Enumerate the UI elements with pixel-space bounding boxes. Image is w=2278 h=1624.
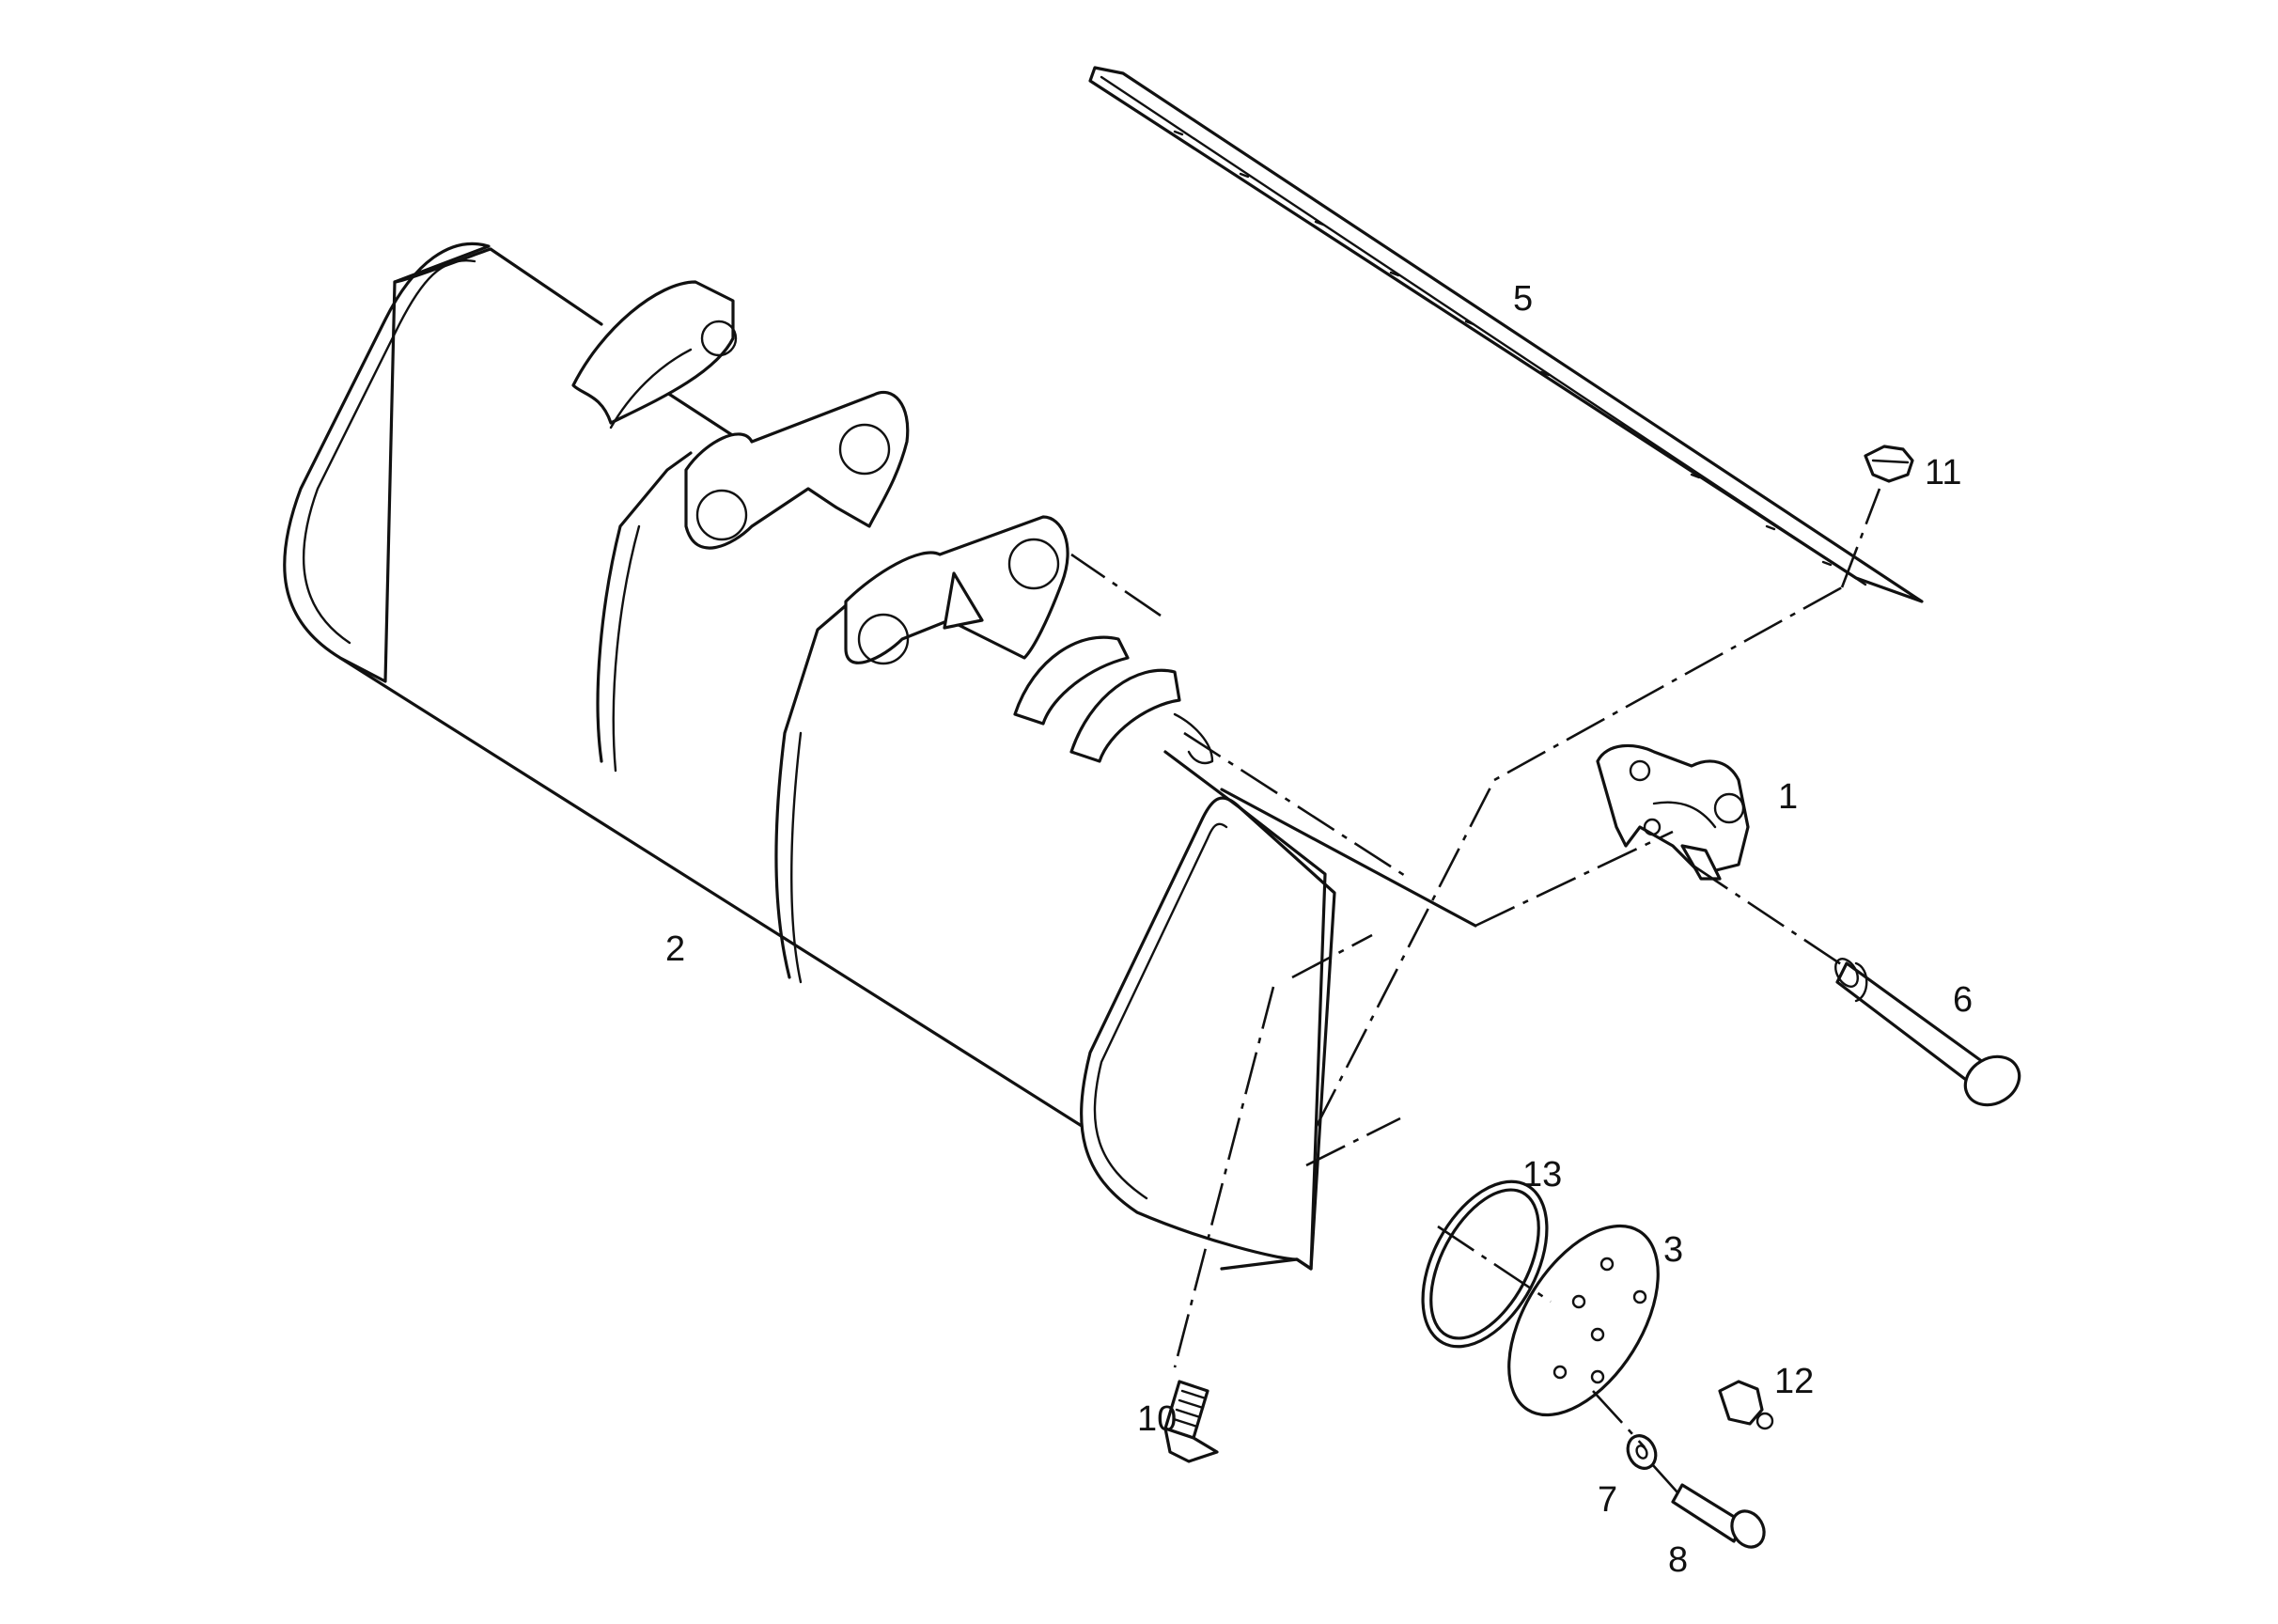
callout-3: 3 bbox=[1663, 1230, 1683, 1270]
callout-6: 6 bbox=[1953, 980, 1973, 1020]
part-cutting-edge bbox=[1088, 66, 1924, 603]
callout-10: 10 bbox=[1137, 1399, 1177, 1439]
callout-11: 11 bbox=[1925, 453, 1961, 492]
part-grease-nipple bbox=[1718, 1380, 1774, 1430]
callout-1: 1 bbox=[1778, 777, 1798, 817]
callout-8: 8 bbox=[1668, 1540, 1688, 1580]
callout-13: 13 bbox=[1522, 1155, 1562, 1195]
part-bolt bbox=[1671, 1483, 1766, 1549]
callout-5: 5 bbox=[1513, 279, 1533, 319]
part-washer bbox=[1626, 1434, 1658, 1470]
callout-12: 12 bbox=[1774, 1362, 1814, 1401]
callout-2: 2 bbox=[665, 929, 685, 969]
callout-labels: 1 2 3 5 6 7 8 10 11 12 13 bbox=[665, 279, 1973, 1580]
part-countersunk-bolt bbox=[1163, 1380, 1219, 1463]
assembly-lines bbox=[1070, 488, 1881, 1493]
part-cover-plate bbox=[1507, 1224, 1660, 1417]
callout-7: 7 bbox=[1598, 1480, 1617, 1520]
part-nut bbox=[1864, 445, 1914, 483]
part-coupler-bracket bbox=[1596, 743, 1750, 881]
part-pin bbox=[1834, 958, 2021, 1107]
bucket-mounting-brackets bbox=[571, 280, 1214, 765]
part-bucket-body bbox=[283, 242, 1477, 1271]
